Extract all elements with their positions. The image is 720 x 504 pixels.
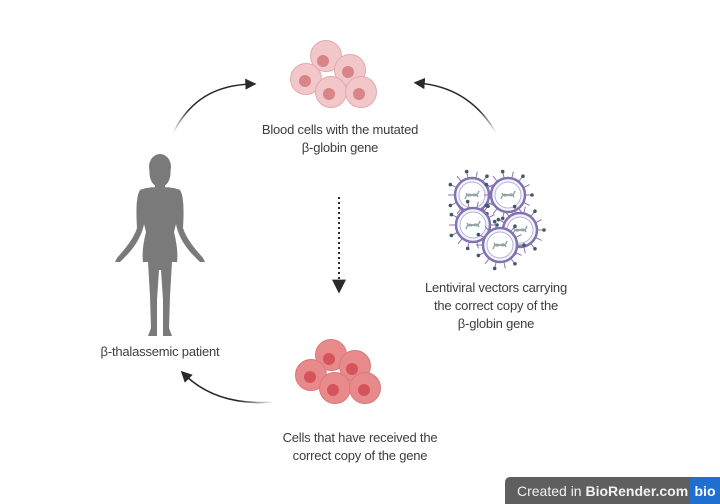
arrow-patient-to-cells xyxy=(172,78,257,134)
arrow-cells-to-patient xyxy=(180,370,275,404)
watermark-prefix: Created in xyxy=(517,482,586,499)
mutated-cell xyxy=(290,63,322,95)
corrected-cell xyxy=(315,339,347,371)
label-line: the correct copy of the xyxy=(433,298,559,313)
corrected-cells-label: Cells that have received the correct cop… xyxy=(250,429,470,465)
mutated-cell xyxy=(310,40,342,72)
arrow-vectors-to-cells xyxy=(413,77,497,134)
watermark-text: Created in BioRender.com xyxy=(505,483,688,499)
virus-particle xyxy=(484,169,534,221)
corrected-cell xyxy=(319,372,351,404)
label-line: β-globin gene xyxy=(457,316,535,331)
biorender-logo-icon: bio xyxy=(690,477,720,504)
corrected-cell xyxy=(349,372,381,404)
corrected-cell xyxy=(295,359,327,391)
label-line: Blood cells with the mutated xyxy=(261,122,419,137)
label-line: correct copy of the gene xyxy=(292,448,428,463)
lentiviral-label: Lentiviral vectors carrying the correct … xyxy=(386,279,606,333)
label-line: Lentiviral vectors carrying xyxy=(425,280,567,295)
biorender-watermark[interactable]: Created in BioRender.com bio xyxy=(505,477,720,504)
virus-particle xyxy=(496,204,546,256)
virus-particle xyxy=(476,219,526,271)
mutated-cells-label: Blood cells with the mutated β-globin ge… xyxy=(230,121,450,157)
patient-label: β-thalassemic patient xyxy=(60,343,260,361)
watermark-brand: BioRender.com xyxy=(585,482,689,499)
label-line: Cells that have received the xyxy=(282,430,438,445)
label-line: β-thalassemic patient xyxy=(100,344,220,359)
mutated-cell xyxy=(345,76,377,108)
label-line: β-globin gene xyxy=(301,140,379,155)
